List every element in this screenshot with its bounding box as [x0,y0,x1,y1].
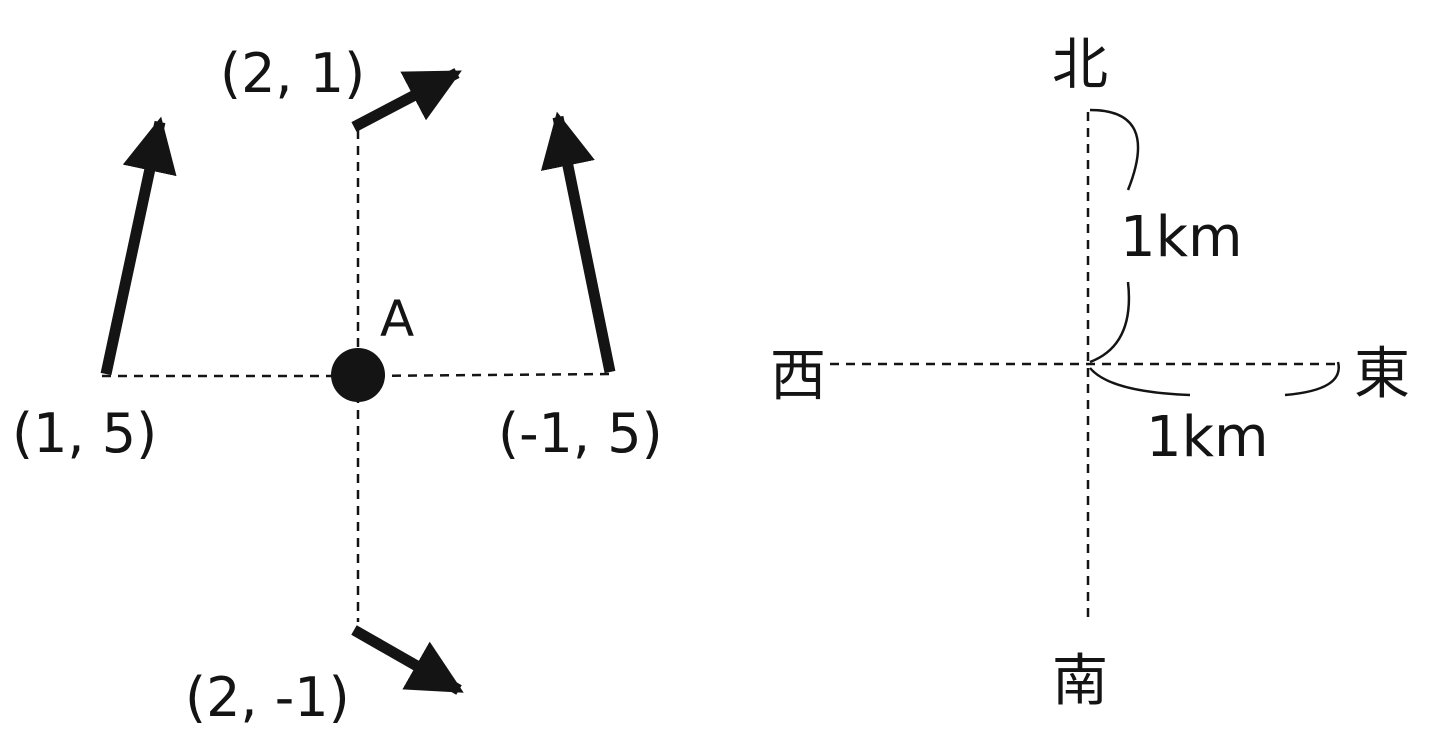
compass-west-label: 西 [770,344,826,409]
compass-east-label: 東 [1354,342,1410,407]
arrow-label-right: (-1, 5) [498,402,663,465]
arrow-label-bottom: (2, -1) [185,666,350,729]
compass-north-label: 北 [1052,33,1108,98]
arrow-label-top: (2, 1) [220,42,365,105]
arrow-down-right [351,625,464,695]
guide-line-right [359,372,613,378]
arrow-label-left: (1, 5) [12,402,157,465]
compass-south-label: 南 [1052,649,1108,714]
point-a-dot [331,348,385,402]
scale-label-horizontal: 1km [1146,405,1269,470]
arrow-up-right [351,68,462,132]
compass-diagram: 1km 1km 北 南 東 西 [770,33,1410,714]
vector-diagram: A (2, 1) (1, 5) (-1, 5) (2, -1) [12,42,663,729]
point-a-label: A [380,290,414,348]
scale-brace-horizontal [1089,361,1340,397]
arrow-right-up [540,111,616,374]
arrow-left-up [100,116,177,376]
scale-brace-vertical [1089,108,1140,364]
scale-label-vertical: 1km [1120,205,1243,270]
